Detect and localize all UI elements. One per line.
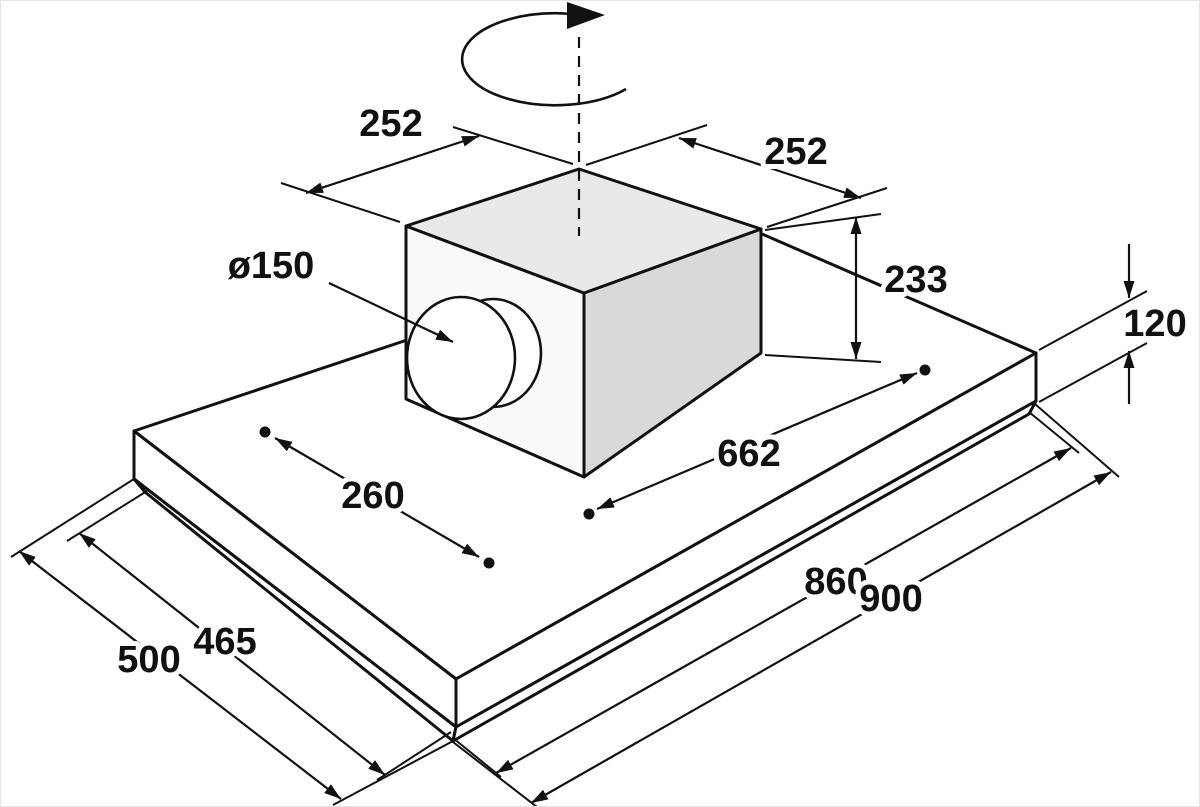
dim-label-box-height: 233 — [884, 259, 947, 301]
dim-outer-length — [530, 471, 1112, 804]
duct-diameter-leader — [328, 282, 454, 343]
ext-line — [10, 478, 135, 558]
ext-line — [452, 737, 502, 778]
dim-label-box-width-right: 252 — [764, 131, 827, 173]
mounting-hole-dot — [583, 508, 595, 520]
ext-line — [764, 354, 882, 363]
dim-outer-depth — [18, 550, 342, 800]
rotation-axis — [460, 2, 627, 236]
dim-label-outer-length: 900 — [859, 578, 922, 620]
ext-line — [332, 740, 454, 806]
dim-box-width-left — [305, 134, 480, 195]
ext-line — [376, 731, 452, 781]
dim-label-panel-height: 120 — [1123, 303, 1186, 345]
dim-box-width-right — [678, 136, 862, 200]
ext-line — [1038, 290, 1148, 351]
ext-line — [1038, 342, 1148, 403]
ext-line — [764, 213, 882, 231]
ext-line — [452, 741, 538, 806]
mounting-hole-dot — [919, 364, 931, 376]
motor-box-top-face — [404, 167, 763, 295]
dim-label-inner-length: 860 — [804, 561, 867, 603]
ext-line — [585, 124, 708, 166]
dimension-lines — [18, 134, 1135, 804]
extension-lines — [10, 124, 1148, 806]
ext-line — [1028, 411, 1080, 454]
mounting-hole-dot — [483, 557, 495, 569]
dim-label-inner-depth: 465 — [193, 621, 256, 663]
mounting-hole-dot — [259, 426, 271, 438]
ext-line — [1034, 403, 1120, 478]
dim-label-outer-depth: 500 — [117, 639, 180, 681]
ext-line — [452, 126, 574, 165]
ext-line — [766, 187, 888, 228]
rotation-direction-arc — [460, 11, 627, 107]
duct-spigot-front-ring — [405, 295, 517, 421]
dim-hole-distance-depth — [274, 437, 480, 558]
rotation-arrow-icon — [567, 2, 605, 29]
dim-label-duct-diameter: ø150 — [228, 245, 315, 287]
ext-line — [280, 182, 401, 223]
dim-label-hole-distance-depth: 260 — [341, 475, 404, 517]
dim-label-box-width-left: 252 — [359, 103, 422, 145]
dimension-labels: 252 252 233 120 ø150 662 260 860 900 465… — [112, 98, 1191, 686]
dim-label-hole-distance-length: 662 — [717, 433, 780, 475]
